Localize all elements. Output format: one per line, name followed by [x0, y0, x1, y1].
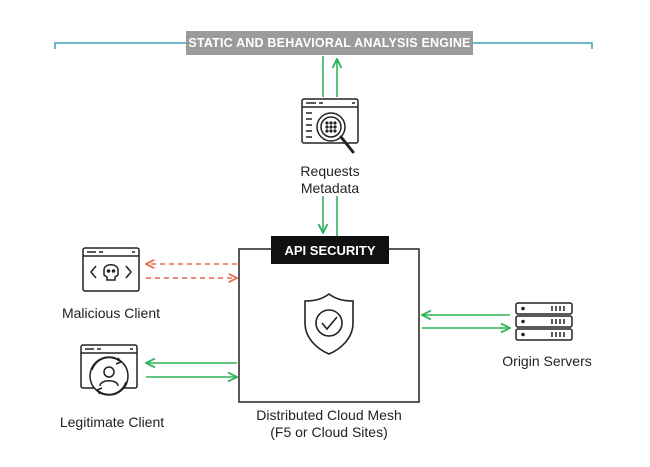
legitimate-client-label: Legitimate Client — [59, 414, 165, 430]
skull-code-window-icon — [82, 247, 140, 292]
magnifier-inspect-icon — [301, 98, 359, 154]
requests-metadata-line1: Requests — [300, 163, 360, 179]
malicious-client-arrows — [146, 264, 237, 278]
api-security-label: API SECURITY — [271, 236, 389, 264]
metadata-api-arrows — [323, 196, 338, 236]
engine-metadata-arrows — [322, 56, 337, 97]
requests-metadata-line2: Metadata — [300, 180, 360, 196]
mesh-box — [238, 248, 420, 403]
analysis-engine-label: STATIC AND BEHAVIORAL ANALYSIS ENGINE — [186, 31, 473, 55]
malicious-client-label: Malicious Client — [61, 305, 161, 321]
engine-bracket-line — [54, 42, 593, 49]
mesh-line2: (F5 or Cloud Sites) — [270, 424, 388, 440]
user-window-icon — [80, 344, 138, 396]
shield-check-icon — [304, 293, 354, 355]
distributed-cloud-mesh-label: Distributed Cloud Mesh (F5 or Cloud Site… — [229, 407, 429, 441]
mesh-line1: Distributed Cloud Mesh — [256, 407, 402, 423]
legitimate-client-arrows — [146, 363, 237, 377]
server-stack-icon — [515, 302, 573, 341]
requests-metadata-label: Requests Metadata — [270, 163, 390, 197]
origin-servers-label: Origin Servers — [502, 353, 592, 369]
origin-server-arrows — [422, 315, 510, 328]
